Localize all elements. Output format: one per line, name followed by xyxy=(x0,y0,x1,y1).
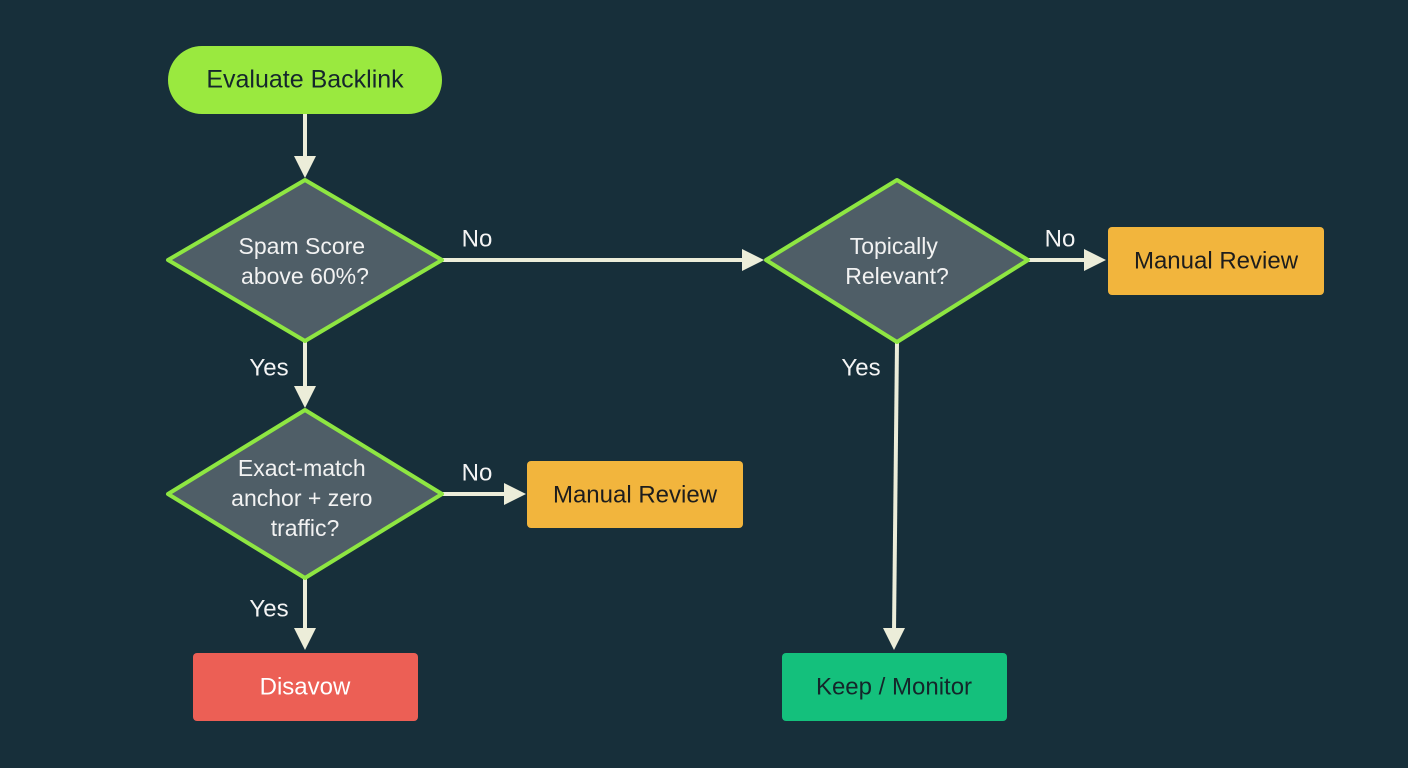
start-node-label: Evaluate Backlink xyxy=(206,66,404,94)
disavow-node[interactable]: Disavow xyxy=(193,653,418,721)
decision-exact-match[interactable]: Exact-match anchor + zero traffic? xyxy=(166,408,444,580)
edge-start-to-spam xyxy=(294,114,316,178)
keep-monitor-node[interactable]: Keep / Monitor xyxy=(782,653,1007,721)
edge-label-spam-yes: Yes xyxy=(249,354,288,381)
edge-label-spam-no: No xyxy=(462,225,493,252)
manual-review-left-node[interactable]: Manual Review xyxy=(527,461,743,528)
decision-topically-relevant-label: Topically Relevant? xyxy=(845,233,949,289)
decision-spam-score-label: Spam Score above 60%? xyxy=(239,233,372,289)
start-node[interactable]: Evaluate Backlink xyxy=(168,46,442,114)
start-node-shape xyxy=(168,46,442,114)
edge-spam-yes xyxy=(294,341,316,408)
manual-review-right-label: Manual Review xyxy=(1134,247,1299,274)
edge-label-exact-yes: Yes xyxy=(249,595,288,622)
disavow-shape xyxy=(193,653,418,721)
decision-spam-score[interactable]: Spam Score above 60%? xyxy=(166,178,444,343)
keep-monitor-label: Keep / Monitor xyxy=(816,673,972,700)
manual-review-right-node[interactable]: Manual Review xyxy=(1108,227,1324,295)
manual-review-left-shape xyxy=(527,461,743,528)
edge-spam-no xyxy=(442,249,764,271)
edge-topical-no xyxy=(1028,249,1106,271)
manual-review-right-shape xyxy=(1108,227,1324,295)
decision-topically-relevant[interactable]: Topically Relevant? xyxy=(764,178,1030,344)
manual-review-left-label: Manual Review xyxy=(553,481,718,508)
edge-label-topical-yes: Yes xyxy=(841,354,880,381)
disavow-label: Disavow xyxy=(260,673,351,700)
edge-label-exact-no: No xyxy=(462,459,493,486)
decision-topically-relevant-shape xyxy=(764,178,1030,344)
edge-label-topical-no: No xyxy=(1045,225,1076,252)
decision-exact-match-label: Exact-match anchor + zero traffic? xyxy=(231,455,379,541)
decision-exact-match-shape xyxy=(166,408,444,580)
keep-monitor-shape xyxy=(782,653,1007,721)
edge-exact-no xyxy=(442,483,526,505)
edge-exact-yes xyxy=(294,578,316,650)
decision-spam-score-shape xyxy=(166,178,444,343)
edge-topical-yes xyxy=(883,341,905,650)
